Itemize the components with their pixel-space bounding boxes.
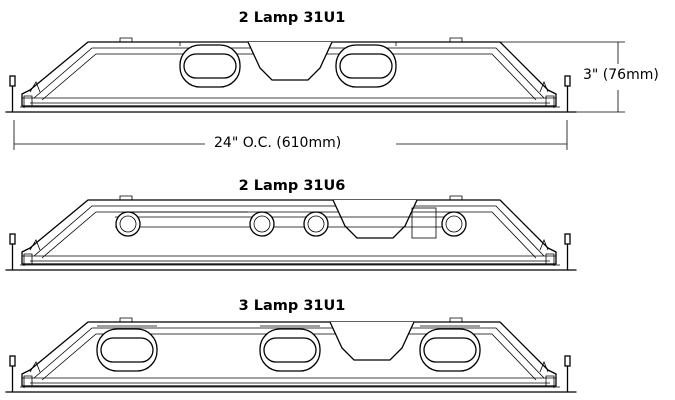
lamp-3b (259, 325, 321, 372)
width-dimension-label: 24" O.C. (610mm) (214, 135, 342, 151)
fixture-2-title: 2 Lamp 31U6 (238, 178, 346, 194)
lamp-3a (96, 325, 158, 372)
height-dimension (500, 41, 625, 113)
height-dimension-label: 3" (76mm) (583, 67, 659, 83)
lamp-2a (115, 211, 141, 237)
lamp-2b (249, 211, 275, 237)
width-dimension (13, 120, 568, 150)
lamp-2d (441, 211, 467, 237)
lamp-1b (335, 41, 397, 88)
fixture-2-drawing (5, 195, 577, 271)
fixture-1-title: 2 Lamp 31U1 (238, 10, 346, 26)
lamp-2c (303, 211, 329, 237)
fixture-3-title: 3 Lamp 31U1 (238, 298, 346, 314)
fixture-1-drawing (5, 37, 577, 113)
fixture-3-drawing (5, 317, 577, 393)
lamp-3c (419, 325, 481, 372)
lamp-1a (179, 41, 241, 88)
